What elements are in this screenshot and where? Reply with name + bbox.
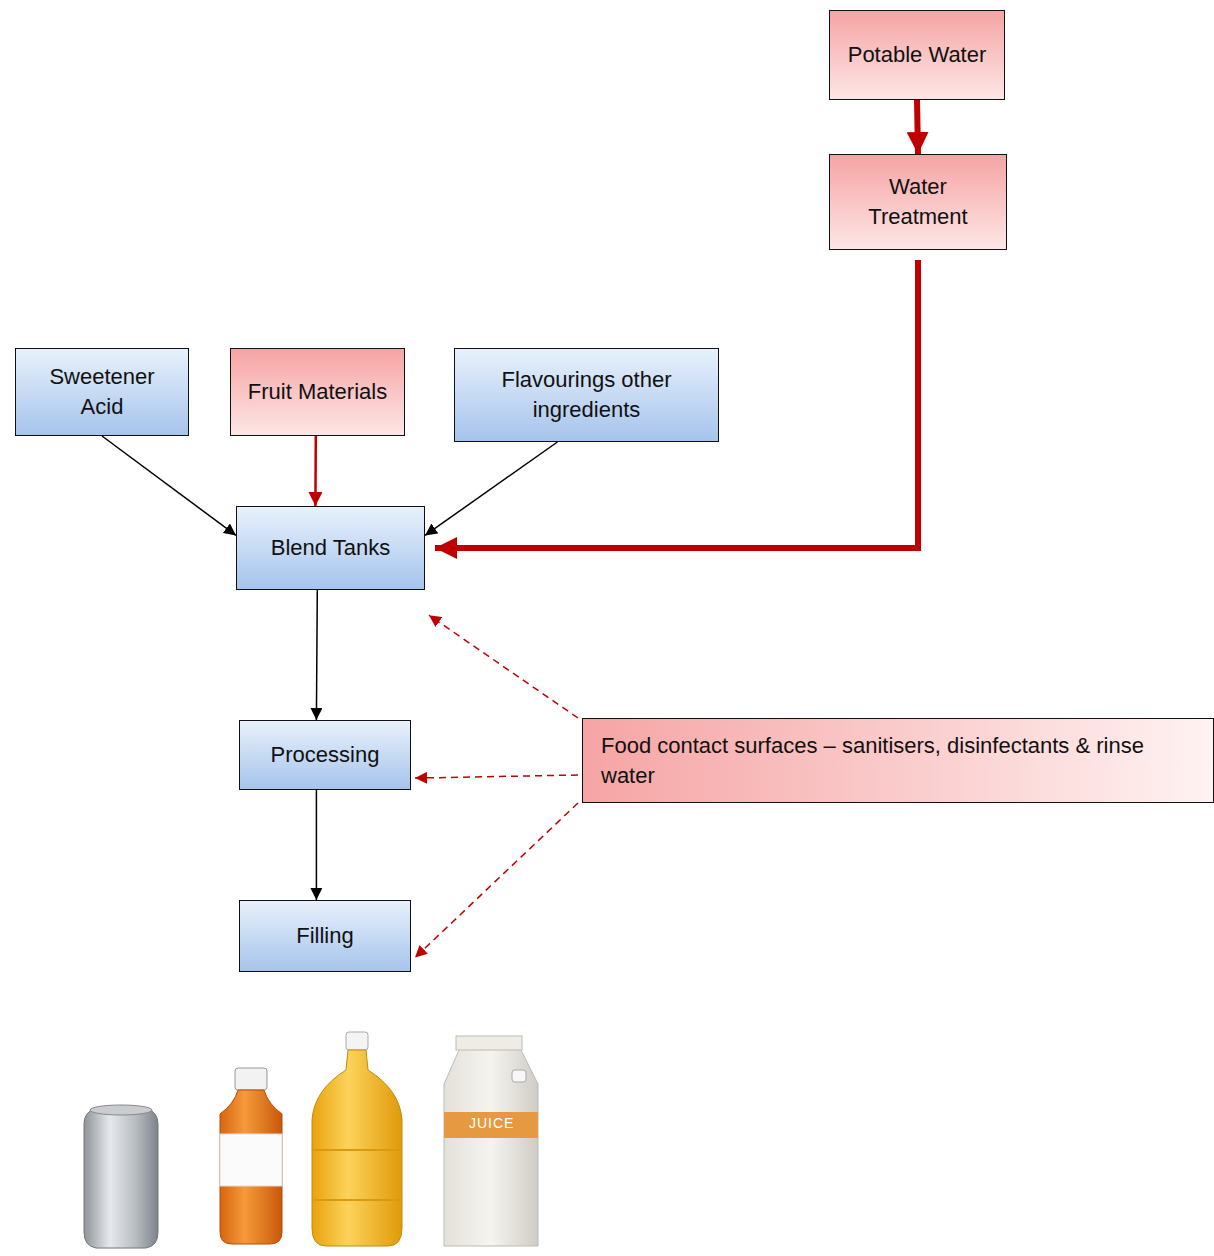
box-label: Blend Tanks (271, 533, 390, 563)
process-box: Potable Water (829, 10, 1005, 100)
process-box: Filling (239, 900, 411, 972)
flow-arrow (425, 442, 557, 535)
process-box: Sweetener Acid (15, 348, 189, 436)
process-box: Water Treatment (829, 154, 1007, 250)
juice-bottle-icon (312, 1032, 402, 1246)
box-label: Water Treatment (840, 172, 996, 231)
box-label: Sweetener Acid (26, 362, 178, 421)
box-label: Filling (296, 921, 353, 951)
juice-bottle-icon (220, 1068, 282, 1244)
process-box: Blend Tanks (236, 506, 425, 590)
hazard-box: Food contact surfaces – sanitisers, disi… (582, 718, 1214, 803)
flow-arrow (435, 260, 918, 548)
box-label: Processing (271, 740, 380, 770)
process-box: Flavourings other ingredients (454, 348, 719, 442)
dashed-arrow (415, 803, 578, 958)
process-box: Processing (239, 720, 411, 790)
flow-arrow (316, 590, 318, 720)
flow-arrow (917, 100, 918, 154)
box-label: Flavourings other ingredients (465, 365, 708, 424)
juice-carton-icon (444, 1036, 538, 1246)
flow-arrow (314, 436, 317, 506)
dashed-arrow (415, 775, 578, 778)
box-label: Food contact surfaces – sanitisers, disi… (601, 731, 1195, 790)
carton-label: JUICE (469, 1115, 514, 1131)
flow-arrow (316, 790, 318, 900)
box-label: Fruit Materials (248, 377, 387, 407)
box-label: Potable Water (848, 40, 987, 70)
can-icon (84, 1105, 158, 1248)
process-box: Fruit Materials (230, 348, 405, 436)
flow-arrow (102, 436, 236, 535)
dashed-arrow (429, 615, 578, 718)
